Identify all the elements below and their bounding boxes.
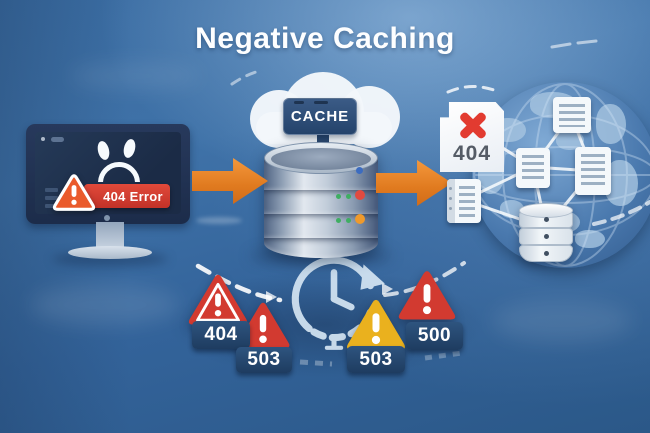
status-dot-green xyxy=(346,218,351,223)
error-banner: 404 Error xyxy=(84,184,170,208)
server-strip xyxy=(447,179,455,223)
cache-sign: CACHE xyxy=(283,98,357,135)
document-icon xyxy=(553,97,591,133)
status-badge: 503 xyxy=(236,347,292,373)
arrow-right-icon xyxy=(192,158,268,204)
document-lines xyxy=(581,154,605,189)
continent xyxy=(596,104,626,144)
badge-code: 503 xyxy=(359,348,393,370)
status-dot-green xyxy=(336,218,341,223)
light-streak xyxy=(196,217,242,224)
cache-sign-label: CACHE xyxy=(290,108,350,125)
menu-line xyxy=(45,188,58,192)
status-badge: 503 xyxy=(347,346,405,373)
mini-db-top xyxy=(519,203,573,218)
light-wisp xyxy=(30,285,180,325)
mini-db-dot xyxy=(544,217,549,222)
browser-dot xyxy=(41,137,45,141)
mini-db-dot xyxy=(544,251,549,256)
document-icon xyxy=(575,147,611,195)
document-lines xyxy=(559,104,585,127)
error-document-code: 404 xyxy=(452,142,492,165)
page-title: Negative Caching xyxy=(195,22,455,55)
sign-vent xyxy=(314,101,328,104)
document-lines xyxy=(522,155,544,182)
status-badge: 500 xyxy=(406,322,463,350)
database-top-inner xyxy=(271,148,371,170)
warning-triangle-icon xyxy=(398,271,456,320)
menu-line xyxy=(45,196,58,200)
status-dot-green xyxy=(336,194,341,199)
badge-code: 404 xyxy=(204,324,238,345)
light-wisp xyxy=(70,62,200,90)
sign-vent xyxy=(294,101,304,104)
badge-code: 503 xyxy=(247,349,281,370)
status-dot-red xyxy=(355,190,365,200)
status-dot-green xyxy=(346,194,351,199)
mini-db-dot xyxy=(544,234,549,239)
warning-triangle-icon xyxy=(347,299,405,350)
continent xyxy=(575,230,605,248)
continent xyxy=(556,130,584,150)
sad-face-mouth xyxy=(98,162,140,182)
menu-line xyxy=(45,204,58,208)
cache-database-icon xyxy=(264,142,378,258)
error-document-icon: 404 xyxy=(440,102,504,172)
server-lines xyxy=(459,186,475,217)
monitor-power-dot xyxy=(104,215,110,221)
status-dot-blue xyxy=(356,167,363,174)
database-icon xyxy=(519,203,573,262)
monitor-base xyxy=(68,246,152,259)
browser-tab-pill xyxy=(51,137,64,142)
warning-triangle-icon xyxy=(52,174,96,211)
status-dot-orange xyxy=(355,214,365,224)
server-icon xyxy=(447,179,481,223)
status-badge: 404 xyxy=(192,321,250,349)
database-tier xyxy=(264,238,378,258)
document-icon xyxy=(516,148,550,188)
monitor-stand xyxy=(96,222,124,248)
badge-code: 500 xyxy=(417,325,452,346)
monitor-illustration: 404 Error xyxy=(24,120,196,268)
light-wisp xyxy=(492,300,632,342)
error-banner-label: 404 Error xyxy=(103,188,163,204)
